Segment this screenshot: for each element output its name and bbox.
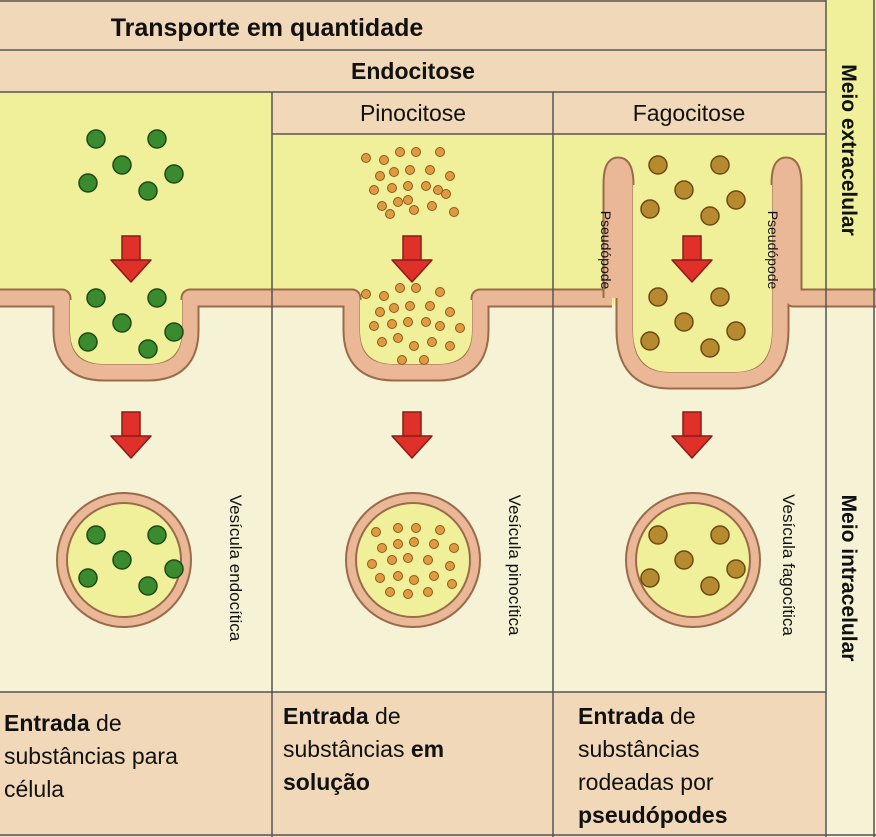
endocytic-vesicle-label: Vesícula endocítica [226, 495, 245, 642]
caption-band [0, 692, 826, 837]
pino-particles-pocket [361, 283, 465, 365]
extracellular-label: Meio extracelular [837, 64, 860, 236]
pino-particles-vesicle [367, 523, 459, 599]
pseudopod-right-label: Pseudópode [765, 211, 781, 290]
caption-pino-bold: Entrada [283, 703, 369, 729]
subtitle-band [0, 50, 826, 92]
intracellular-side-band [826, 305, 876, 837]
pinocytic-vesicle-label: Vesícula pinocítica [505, 495, 524, 636]
caption-fago-line3: rodeadas por [578, 769, 714, 795]
caption-endo-text: de [90, 710, 122, 736]
caption-fago-line2: substâncias [578, 736, 699, 762]
pino-particles-top [361, 147, 459, 219]
caption-endocytosis: Entrada de substâncias para célula [4, 710, 178, 802]
brown-particles [640, 155, 746, 596]
pseudopod-membrane [604, 158, 876, 388]
page-title: Transporte em quantidade [111, 14, 424, 42]
caption-pino-line3: solução [283, 769, 370, 795]
caption-pinocytosis: Entrada de substâncias em solução [283, 703, 444, 795]
phagocytic-vesicle-label: Vesícula fagocítica [779, 494, 798, 636]
caption-fago-line4: pseudópodes [578, 802, 728, 828]
section-title: Endocitose [351, 58, 475, 84]
caption-endo-line2: substâncias para [4, 743, 178, 769]
pseudopod-left-label: Pseudópode [598, 211, 614, 290]
svg-text:Entrada de: Entrada de [578, 703, 696, 729]
caption-endo-bold: Entrada [4, 710, 90, 736]
phagocytosis-title: Fagocitose [633, 100, 746, 126]
membrane [0, 290, 612, 380]
extracellular-side-band [826, 0, 876, 305]
pino-pocket-fill [360, 300, 472, 364]
caption-endo-line3: célula [4, 776, 64, 802]
caption-pino-line2: substâncias [283, 736, 411, 762]
column-title-band [272, 92, 826, 134]
caption-pino-text: de [369, 703, 401, 729]
green-particles [78, 129, 184, 596]
svg-text:Entrada de: Entrada de [4, 710, 122, 736]
pinocytosis-title: Pinocitose [360, 100, 466, 126]
caption-fago-text: de [664, 703, 696, 729]
caption-phagocytosis: Entrada de substâncias rodeadas por pseu… [578, 703, 728, 828]
svg-text:substâncias em: substâncias em [283, 736, 444, 762]
title-band [0, 0, 826, 50]
caption-pino-bold2: em [411, 736, 444, 762]
svg-text:Entrada de: Entrada de [283, 703, 401, 729]
caption-fago-bold: Entrada [578, 703, 664, 729]
intracellular-label: Meio intracelular [837, 495, 860, 662]
